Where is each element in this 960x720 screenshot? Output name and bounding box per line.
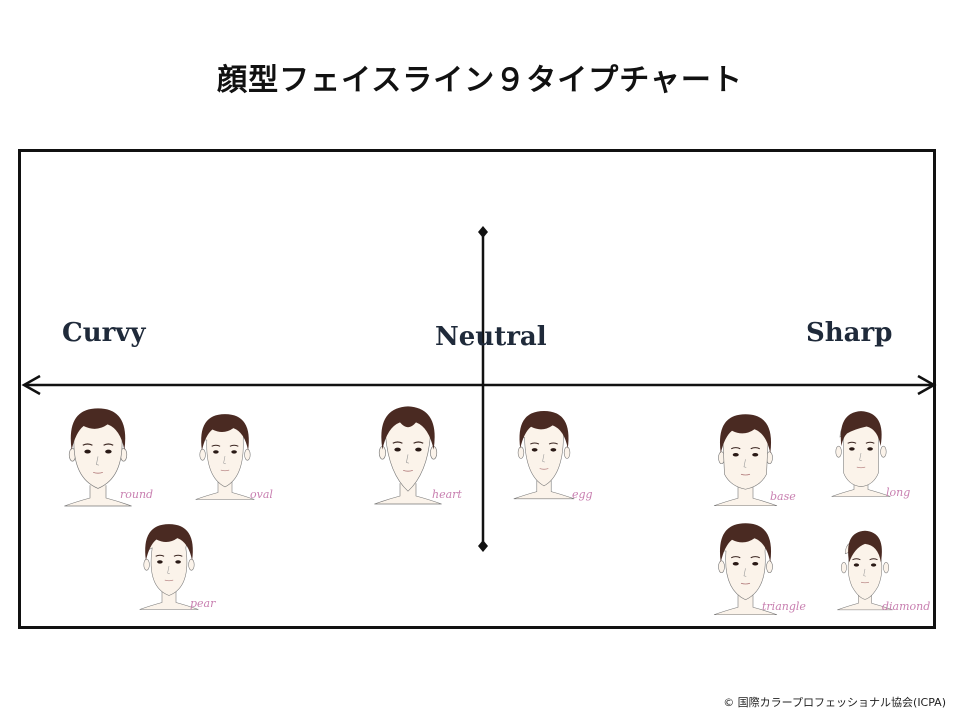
copyright-credit: © 国際カラープロフェッショナル協会(ICPA) <box>723 696 946 709</box>
face-label-long: long <box>886 486 911 499</box>
face-label-round: round <box>120 488 154 501</box>
chart-frame <box>18 149 936 629</box>
face-label-oval: oval <box>250 488 273 501</box>
curvy-label: Curvy <box>62 318 146 348</box>
face-oval <box>195 414 255 500</box>
face-diamond <box>837 530 893 611</box>
face-heart <box>374 406 442 505</box>
left-arrowhead <box>21 374 41 396</box>
face-label-diamond: diamond <box>882 600 931 613</box>
chart-title: 顔型フェイスライン９タイプチャート <box>217 63 743 98</box>
sharp-label: Sharp <box>806 318 893 348</box>
face-label-base: base <box>770 490 796 503</box>
face-triangle <box>713 523 778 616</box>
face-base <box>713 414 778 507</box>
face-long <box>831 411 891 497</box>
right-arrowhead <box>917 374 937 396</box>
face-round <box>64 408 132 507</box>
face-egg <box>513 410 575 500</box>
face-pear <box>139 524 199 610</box>
top-diamond <box>478 226 488 238</box>
face-label-egg: egg <box>572 488 593 501</box>
face-label-heart: heart <box>432 488 462 501</box>
face-label-triangle: triangle <box>762 600 806 613</box>
face-label-pear: pear <box>190 597 216 610</box>
neutral-label: Neutral <box>435 322 547 352</box>
bottom-diamond <box>478 540 488 552</box>
